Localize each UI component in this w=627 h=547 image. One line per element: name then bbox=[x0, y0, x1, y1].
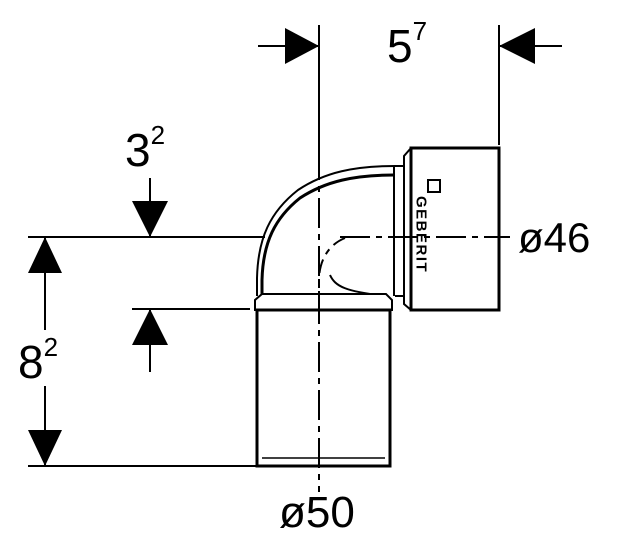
dimension-value-sup: 7 bbox=[413, 16, 427, 46]
curved-center-line bbox=[318, 237, 346, 305]
logo-square bbox=[427, 179, 441, 193]
arrowhead-up-pointing bbox=[132, 309, 168, 345]
dimension-offset: 32 bbox=[125, 120, 250, 372]
inlet-collar bbox=[254, 293, 393, 311]
dimension-height: 82 bbox=[14, 236, 265, 467]
dimension-value-base: 3 bbox=[125, 124, 151, 176]
geberit-logo: GEBERIT bbox=[413, 179, 441, 273]
dimension-value-sup: 2 bbox=[151, 120, 165, 150]
label-background bbox=[14, 330, 80, 386]
elbow-profile bbox=[260, 173, 395, 296]
logo-text: GEBERIT bbox=[413, 196, 430, 273]
dimension-label-height: 82 bbox=[18, 332, 58, 388]
center-lines bbox=[318, 150, 510, 492]
arrowhead-down-pointing bbox=[132, 201, 168, 237]
inlet-spigot bbox=[255, 308, 392, 468]
dimension-value-sup: 2 bbox=[44, 332, 58, 362]
arrowhead-left-pointing bbox=[499, 28, 535, 64]
arrowhead-right-pointing bbox=[285, 28, 319, 64]
dimension-label-top-width: 57 bbox=[387, 16, 427, 72]
outlet-socket bbox=[409, 146, 501, 312]
dimension-label-offset: 32 bbox=[125, 120, 165, 176]
elbow-inner-curve bbox=[329, 274, 389, 297]
elbow-outer-profile bbox=[260, 173, 395, 296]
arrowhead-up-pointing bbox=[28, 237, 62, 273]
outlet-diameter-label: ø46 bbox=[518, 214, 590, 261]
dimension-value-base: 5 bbox=[387, 20, 413, 72]
dimension-value-base: 8 bbox=[18, 336, 44, 388]
arrowhead-down-pointing bbox=[28, 430, 62, 466]
outlet-transition bbox=[395, 147, 412, 311]
elbow-outer-curve bbox=[256, 165, 396, 296]
elbow-body bbox=[256, 147, 412, 311]
dimension-top-width: 57 bbox=[258, 16, 562, 150]
inlet-diameter-label: ø50 bbox=[279, 488, 355, 537]
